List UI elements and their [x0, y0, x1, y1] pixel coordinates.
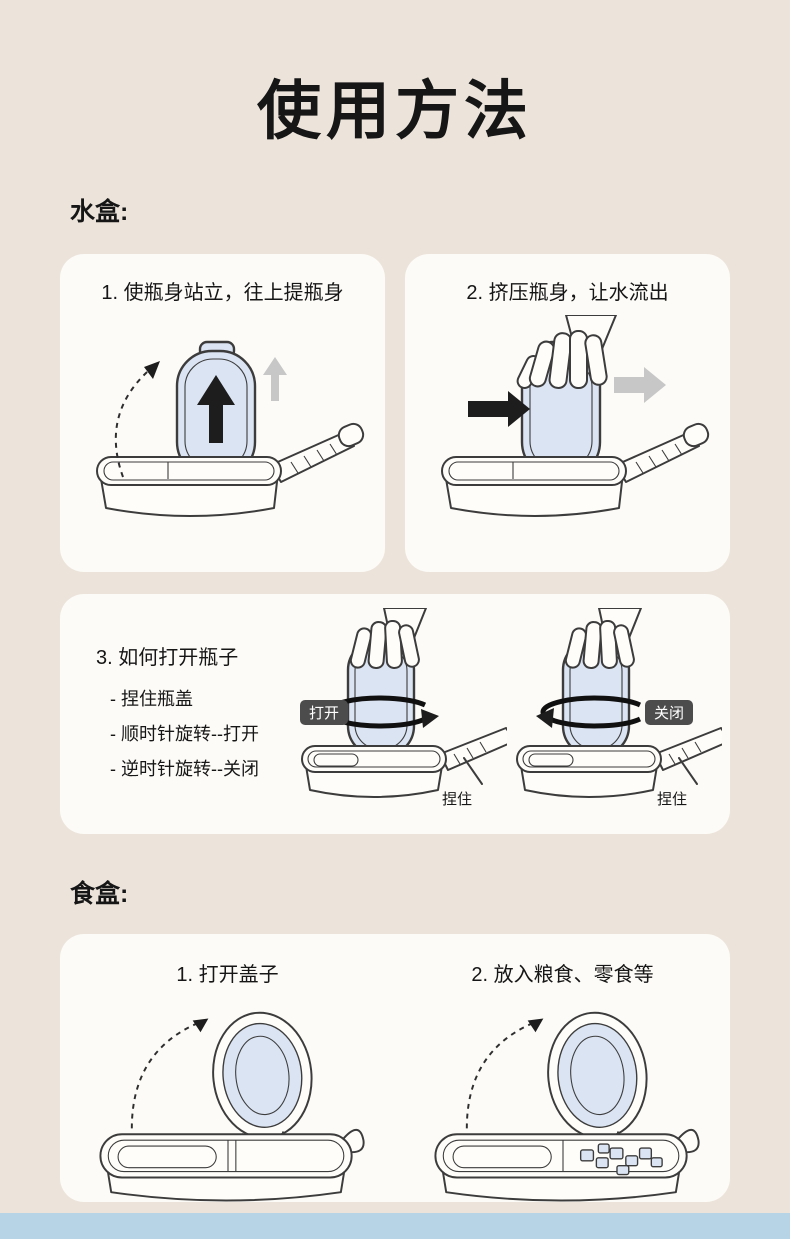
strap [439, 727, 516, 771]
food-section-label: 食盒: [70, 880, 129, 908]
water-step-2-caption: 2. 挤压瓶身，让水流出 [466, 282, 669, 304]
water-step-3-title: 3. 如何打开瓶子 [96, 647, 239, 669]
food-step-1-caption: 1. 打开盖子 [176, 964, 279, 986]
motion-arrow-gray [262, 357, 287, 401]
food-card: 1. 打开盖子 [60, 934, 730, 1202]
page-title: 使用方法 [257, 75, 533, 147]
water-step-1-card: 1. 使瓶身站立，往上提瓶身 [60, 254, 385, 572]
hand [516, 315, 617, 389]
tray [433, 1133, 688, 1202]
water-section-label: 水盒: [70, 198, 129, 226]
usage-instructions-page: 使用方法 水盒: 1. 使瓶身站立，往上提瓶身 [0, 75, 790, 1239]
open-badge: 打开 [300, 700, 349, 725]
water-step-2-card: 2. 挤压瓶身，让水流出 [405, 254, 730, 572]
tray [516, 745, 662, 798]
step3-bullet-3: - 逆时针旋转--关闭 [110, 759, 259, 779]
bottom-accent-strip [0, 1213, 790, 1239]
rotate-close-illustration [516, 607, 731, 798]
water-steps-row: 1. 使瓶身站立，往上提瓶身 [60, 254, 730, 572]
tray [98, 1133, 353, 1202]
step3-bullet-1: - 捏住瓶盖 [110, 689, 193, 709]
water-step-3-card: 3. 如何打开瓶子 - 捏住瓶盖 - 顺时针旋转--打开 - 逆时针旋转--关闭 [60, 594, 731, 834]
tray [301, 745, 447, 798]
food-step-2-col: 2. 放入粮食、零食等 [395, 934, 730, 1202]
flow-arrow-gray [613, 367, 666, 403]
lift-bottle-illustration [95, 340, 364, 517]
strap [269, 422, 364, 483]
food-step-1-col: 1. 打开盖子 [60, 934, 395, 1202]
water-step-1-caption: 1. 使瓶身站立，往上提瓶身 [101, 282, 344, 304]
hand [349, 607, 427, 670]
tray [95, 456, 282, 517]
strap [654, 727, 731, 771]
squeeze-arrow [467, 391, 530, 427]
pinch-label-close: 捏住 [657, 791, 688, 808]
pinch-label-open: 捏住 [442, 791, 473, 808]
open-motion-dashed-arrow [130, 1018, 208, 1129]
food-step-2-caption: 2. 放入粮食、零食等 [471, 964, 654, 986]
open-bottle-illustration-wrap: 打开 捏住 [292, 607, 516, 820]
step3-bullet-2: - 顺时针旋转--打开 [110, 724, 259, 744]
tray [440, 456, 627, 517]
water-step-3-text: 3. 如何打开瓶子 - 捏住瓶盖 - 顺时针旋转--打开 - 逆时针旋转--关闭 [60, 641, 292, 787]
open-motion-dashed-arrow [465, 1018, 543, 1129]
pinch-callout-line [463, 757, 483, 785]
pinch-callout-line [678, 757, 698, 785]
lift-motion-dashed-arrow [114, 361, 160, 478]
close-badge: 关闭 [645, 700, 694, 725]
add-food-illustration [433, 1011, 700, 1202]
lid [211, 1011, 313, 1140]
up-arrow [196, 375, 235, 443]
hand [564, 607, 642, 670]
food-pieces [579, 1143, 663, 1176]
strap [614, 422, 709, 483]
open-lid-illustration [98, 1011, 365, 1202]
rotate-open-illustration [301, 607, 516, 798]
lid [546, 1011, 648, 1140]
rotation-arrow [536, 695, 642, 729]
squeeze-bottle-illustration [440, 315, 709, 517]
close-bottle-illustration-wrap: 关闭 捏住 [507, 607, 731, 820]
